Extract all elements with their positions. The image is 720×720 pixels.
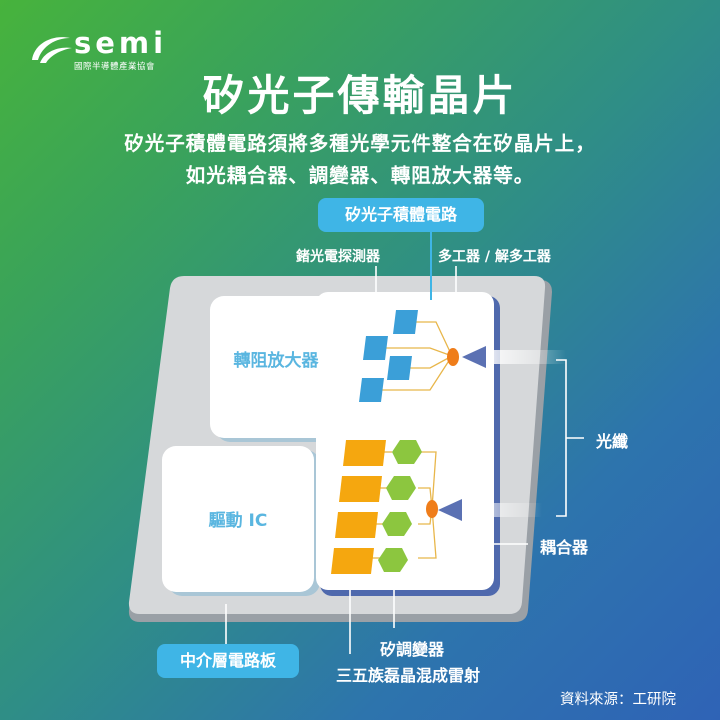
modulator-hexagon	[382, 512, 412, 536]
modulator-label: 矽調變器	[380, 640, 445, 659]
fiber-label: 光纖	[596, 432, 629, 451]
subtitle-line-1: 矽光子積體電路須將多種光學元件整合在矽晶片上，	[124, 132, 596, 155]
laser-block	[335, 512, 378, 538]
detector-square	[359, 378, 384, 402]
driver-ic-chip	[162, 446, 314, 592]
detector-square	[387, 356, 412, 380]
upper-arrow-icon	[462, 346, 486, 368]
semi-swoosh-icon	[32, 37, 72, 63]
lower-light-beam	[458, 503, 542, 517]
upper-light-beam	[482, 350, 566, 364]
tia-chip	[210, 296, 342, 438]
interposer-label: 中介層電路板	[157, 644, 299, 678]
modulator-hexagon	[378, 548, 408, 572]
source-credit: 資料來源：工研院	[560, 692, 676, 708]
tia-label: 轉阻放大器	[233, 351, 319, 371]
laser-block	[331, 548, 374, 574]
lower-arrow-icon	[438, 499, 462, 521]
coupler-element	[426, 500, 438, 518]
page-title: 矽光子傳輸晶片	[202, 71, 518, 120]
leader-lines	[225, 266, 584, 654]
germanium-detectors	[359, 310, 418, 402]
silicon-modulators	[378, 440, 422, 572]
driver-ic-label: 驅動 IC	[208, 511, 268, 531]
laser-block	[343, 440, 386, 466]
silicon-photonic-ic-label: 矽光子積體電路	[318, 198, 484, 232]
logo-wordmark: semi	[74, 26, 168, 60]
germanium-detector-label: 鍺光電探測器	[296, 249, 380, 265]
hybrid-lasers	[331, 440, 386, 574]
detector-square	[393, 310, 418, 334]
semi-logo: semi 國際半導體產業協會	[28, 26, 188, 72]
mux-demux-label: 多工器 / 解多工器	[438, 249, 551, 265]
detector-square	[363, 336, 388, 360]
page-subtitle: 矽光子積體電路須將多種光學元件整合在矽晶片上， 如光耦合器、調變器、轉阻放大器等…	[0, 128, 720, 192]
subtitle-line-2: 如光耦合器、調變器、轉阻放大器等。	[185, 164, 535, 187]
logo-org-name: 國際半導體產業協會	[74, 62, 156, 72]
modulator-hexagon	[386, 476, 416, 500]
modulator-hexagon	[392, 440, 422, 464]
laser-label: 三五族磊晶混成雷射	[336, 666, 481, 685]
coupler-label: 耦合器	[540, 538, 589, 557]
mux-demux-element	[447, 348, 459, 366]
laser-block	[339, 476, 382, 502]
detector-waveguides	[382, 321, 453, 391]
